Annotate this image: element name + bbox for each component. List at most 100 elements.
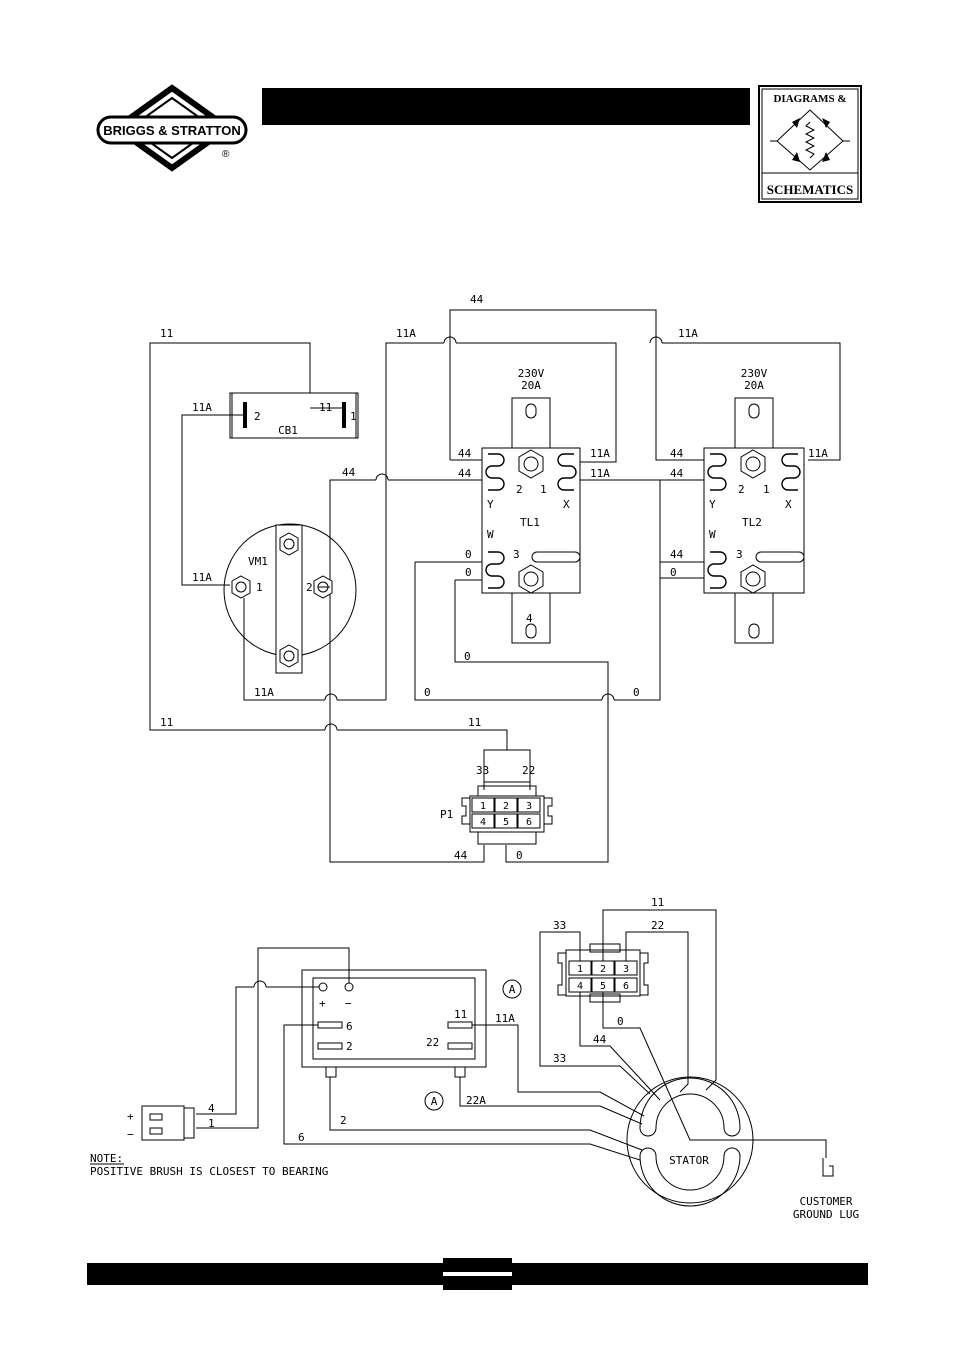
brand-name: BRIGGS & STRATTON [103,123,240,138]
p1-label: P1 [440,808,453,821]
footer-bar-right [512,1263,868,1285]
plug-wire-33: 33 [553,919,566,932]
wire-label-cb1-11: 11 [319,401,332,414]
p1-pin-4: 4 [480,817,486,828]
wire-label-vm1-11a-bottom: 11A [254,686,274,699]
wire-label-44-left: 44 [342,466,356,479]
plug-pin-2: 2 [600,964,606,975]
wire-label-p1-22: 22 [522,764,535,777]
wire-2-lower: 2 [340,1114,347,1127]
lower-schematic: + − 6 2 11 22 4 1 + − NOTE: [90,896,859,1221]
tl2-in-11a: 11A [808,447,828,460]
tl1-in-44-b: 44 [458,467,472,480]
ground-lug: CUSTOMER GROUND LUG [793,1158,859,1221]
plug-pin-5: 5 [600,981,606,992]
terminal-block-tl1: TL1 230V 20A 2 1 3 4 Y X W [481,367,581,644]
wire-label-0-low-left: 0 [424,686,431,699]
header-bar [262,88,750,125]
wire-label-11a-right: 11A [678,327,698,340]
tl1-w: W [487,528,494,541]
note-text: POSITIVE BRUSH IS CLOSEST TO BEARING [90,1165,328,1178]
wire-label-0-mid: 0 [464,650,471,663]
rectifier-icon [776,109,844,171]
tl2-in-0: 0 [670,566,677,579]
tl2-y: Y [709,498,716,511]
brush-minus: − [127,1128,134,1141]
voltage-regulator: + − 6 2 11 22 [301,969,487,1078]
marker-a-top-label: A [509,983,516,996]
p1-pin-3: 3 [526,801,532,812]
wire-label-11-top: 11 [160,327,173,340]
tl2-in-44-a: 44 [670,447,684,460]
reg-terminal-11: 11 [454,1008,467,1021]
vm1-label: VM1 [248,555,268,568]
marker-a-bottom-label: A [431,1095,438,1108]
reg-terminal-2: 2 [346,1040,353,1053]
tl1-pin4: 4 [526,612,533,625]
tl2-rating-a: 20A [744,379,764,392]
plug-wire-11: 11 [651,896,664,909]
badge-line1: DIAGRAMS & [773,93,846,105]
tl2-pin2: 2 [738,483,745,496]
wire-33-lower: 33 [553,1052,566,1065]
registered-mark: ® [222,149,230,160]
footer-bar-left [87,1263,443,1285]
p1-pin-1: 1 [480,801,486,812]
tl2-w: W [709,528,716,541]
badge-line2: SCHEMATICS [767,182,853,197]
tl2-rating-v: 230V [741,367,768,380]
tl1-y: Y [487,498,494,511]
p1-pin-5: 5 [503,817,509,828]
plug-pin-3: 3 [623,964,629,975]
wire-label-p1-33: 33 [476,764,489,777]
plug-wire-22: 22 [651,919,664,932]
plug-pin-1: 1 [577,964,583,975]
circuit-breaker-cb1: CB1 2 1 [229,392,359,439]
p1-pin-grid: 1 2 3 4 5 6 [471,797,541,829]
upper-schematic: CB1 2 1 VM1 1 2 [149,293,841,863]
tl1-in-11a-a: 11A [590,447,610,460]
tl2-x: X [785,498,792,511]
note-title: NOTE: [90,1152,123,1165]
vm1-pin2: 2 [306,581,313,594]
stator-label: STATOR [669,1154,709,1167]
tl1-label: TL1 [520,516,540,529]
reg-terminal-22: 22 [426,1036,439,1049]
tl2-label: TL2 [742,516,762,529]
voltmeter-vm1: VM1 1 2 [223,523,357,674]
cb1-pin1: 1 [350,410,357,423]
p1-pin-6: 6 [526,817,532,828]
briggs-stratton-logo: BRIGGS & STRATTON ® [96,84,248,172]
tl1-pin1: 1 [540,483,547,496]
wire-label-p1-44: 44 [454,849,468,862]
tl1-in-0-a: 0 [465,548,472,561]
tl1-pin3: 3 [513,548,520,561]
wire-label-44-top: 44 [470,293,484,306]
tl1-in-0-b: 0 [465,566,472,579]
diagrams-schematics-badge: DIAGRAMS & SCHEMATICS [758,85,862,203]
wire-44-lower: 44 [593,1033,607,1046]
wire-11a-lower: 11A [495,1012,515,1025]
ground-lug-line2: GROUND LUG [793,1208,859,1221]
stator-plug: 1 2 3 4 5 6 [557,943,649,1003]
marker-a-top: A [502,979,522,999]
reg-terminal-6: 6 [346,1020,353,1033]
brush-wire-1: 1 [208,1117,215,1130]
terminal-block-tl2: TL2 230V 20A 2 1 3 Y X W [703,367,805,644]
wire-label-11-low-left: 11 [160,716,173,729]
wire-22a-lower: 22A [466,1094,486,1107]
tl1-pin2: 2 [516,483,523,496]
plug-pin-4: 4 [577,981,583,992]
wire-label-11a-mid: 11A [396,327,416,340]
wire-label-11-low-mid: 11 [468,716,481,729]
brush-wire-4: 4 [208,1102,215,1115]
wire-6-lower: 6 [298,1131,305,1144]
plug-wire-0: 0 [617,1015,624,1028]
tl1-in-44-a: 44 [458,447,472,460]
tl2-pin1: 1 [763,483,770,496]
wire-label-0-low-right: 0 [633,686,640,699]
brush-plus: + [127,1110,134,1123]
cb1-pin2: 2 [254,410,261,423]
plug-pin-6: 6 [623,981,629,992]
